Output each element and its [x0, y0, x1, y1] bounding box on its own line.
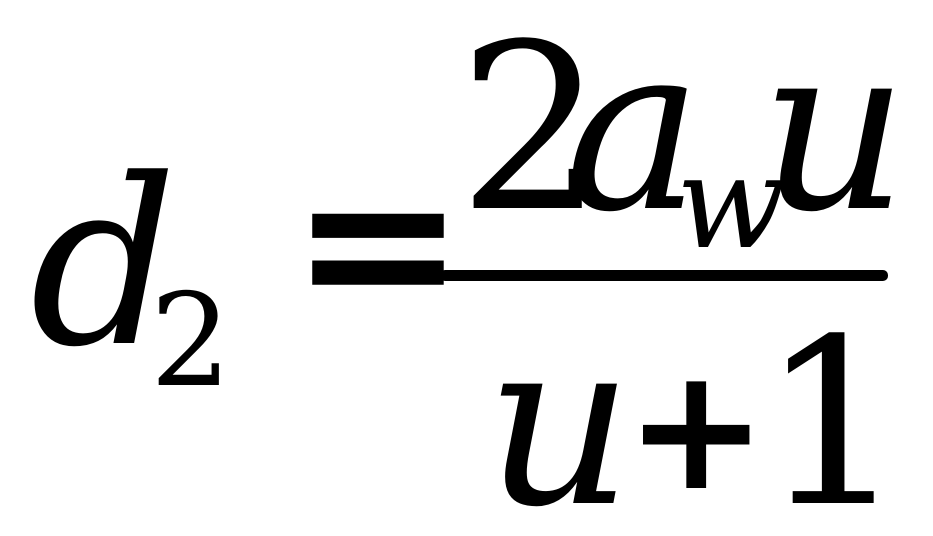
numerator-factor: u	[760, 0, 909, 263]
numerator-coefficient: 2	[458, 0, 605, 263]
numerator-variable-subscript: w	[676, 129, 786, 278]
denominator-variable: u	[485, 291, 634, 536]
lhs-subscript: 2	[150, 267, 232, 416]
lhs-variable: d	[30, 131, 178, 398]
plus-sign: +	[625, 331, 768, 529]
fraction-bar	[440, 270, 888, 281]
denominator-constant: 1	[760, 291, 907, 536]
equals-sign: =	[290, 120, 466, 365]
numerator-variable: a	[565, 0, 703, 263]
